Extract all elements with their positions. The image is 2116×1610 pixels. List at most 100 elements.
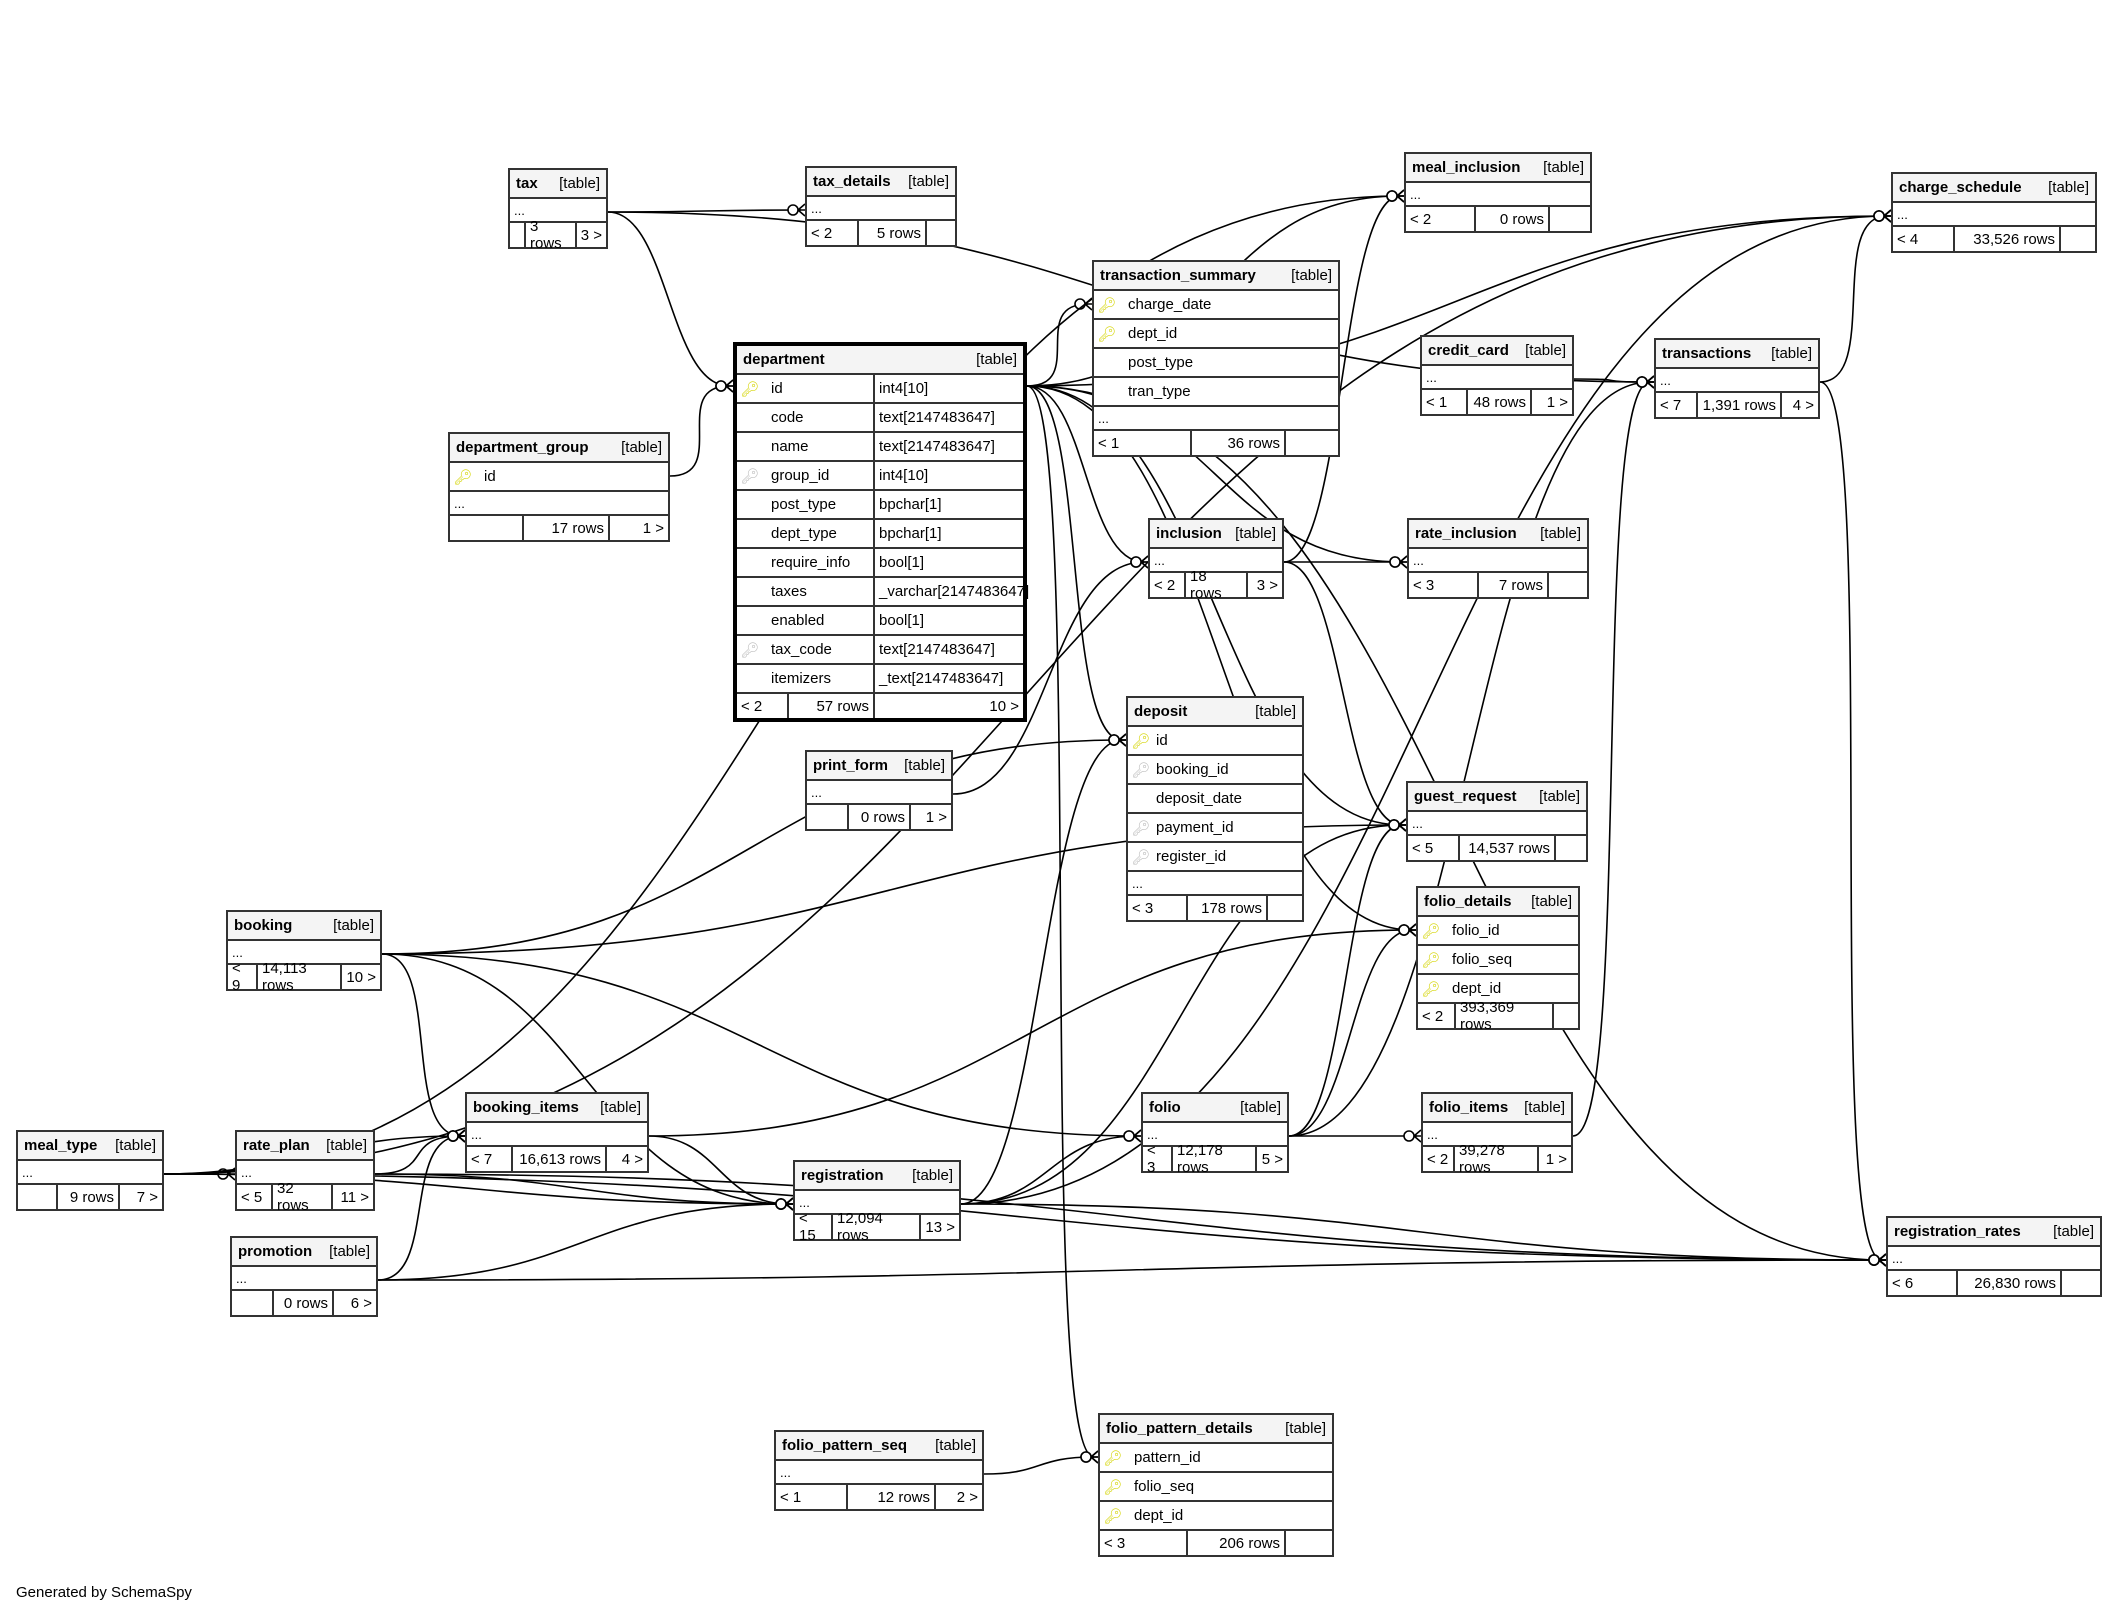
child-count[interactable]: 1 > [642, 519, 664, 537]
parent-count[interactable]: < 9 [228, 960, 258, 994]
parent-count[interactable]: < 5 [237, 1185, 273, 1209]
column-row[interactable]: 🔑︎folio_seq [1100, 1473, 1332, 1502]
column-row[interactable]: taxes_varchar[2147483647] [737, 578, 1029, 607]
child-count[interactable]: 4 > [1792, 396, 1814, 414]
child-count[interactable]: 6 > [350, 1294, 372, 1312]
column-row[interactable]: itemizers_text[2147483647] [737, 665, 1023, 694]
parent-count[interactable]: < 2 [1406, 207, 1476, 231]
parent-count[interactable]: < 3 [1143, 1142, 1173, 1176]
child-count[interactable]: 11 > [340, 1188, 370, 1206]
parent-count[interactable]: < 15 [795, 1210, 833, 1244]
child-count[interactable]: 2 > [956, 1488, 978, 1506]
child-count[interactable] [1286, 1531, 1332, 1555]
child-count[interactable]: 7 > [136, 1188, 158, 1206]
column-row[interactable]: 🔑︎folio_seq [1418, 946, 1578, 975]
child-count[interactable] [1549, 573, 1587, 597]
parent-count[interactable] [18, 1185, 58, 1209]
parent-count[interactable]: < 1 [776, 1485, 848, 1509]
column-row[interactable]: 🔑︎dept_id [1418, 975, 1578, 1004]
table-transaction_summary[interactable]: transaction_summary[table] 🔑︎charge_date… [1092, 260, 1340, 457]
child-count[interactable] [1268, 896, 1302, 920]
parent-count[interactable]: < 2 [737, 694, 789, 718]
parent-count[interactable]: < 2 [1150, 573, 1186, 597]
column-row[interactable]: 🔑︎folio_id [1418, 917, 1578, 946]
child-count[interactable]: 10 > [346, 968, 376, 986]
parent-count[interactable] [807, 805, 849, 829]
column-row[interactable]: 🔑︎id [1128, 727, 1302, 756]
column-row[interactable]: 🔑︎payment_id [1128, 814, 1302, 843]
parent-count[interactable]: < 4 [1893, 227, 1955, 251]
child-count[interactable]: 5 > [1261, 1150, 1283, 1168]
child-count[interactable] [1286, 431, 1338, 455]
parent-count[interactable]: < 2 [807, 221, 859, 245]
child-count[interactable]: 3 > [1256, 576, 1278, 594]
parent-count[interactable]: < 7 [1656, 393, 1698, 417]
parent-count[interactable] [510, 223, 526, 247]
child-count[interactable]: 1 > [925, 808, 947, 826]
child-count[interactable] [1550, 207, 1590, 231]
parent-count[interactable]: < 3 [1409, 573, 1479, 597]
table-folio_details[interactable]: folio_details[table] 🔑︎folio_id 🔑︎folio_… [1416, 886, 1580, 1033]
column-row[interactable]: 🔑︎register_id [1128, 843, 1302, 872]
column-row[interactable]: 🔑︎charge_date [1094, 291, 1338, 320]
child-count[interactable]: 4 > [621, 1150, 643, 1168]
child-count[interactable]: 1 > [1545, 1150, 1567, 1168]
parent-count[interactable]: < 3 [1128, 896, 1188, 920]
parent-count[interactable]: < 2 [1423, 1147, 1455, 1171]
column-row[interactable]: deposit_date [1128, 785, 1302, 814]
child-count[interactable] [2062, 1271, 2100, 1295]
parent-count[interactable]: < 1 [1094, 431, 1192, 455]
child-count[interactable] [2061, 227, 2095, 251]
parent-count[interactable] [450, 516, 524, 540]
column-row[interactable]: 🔑︎pattern_id [1100, 1444, 1332, 1473]
column-row[interactable]: 🔑︎dept_id [1094, 320, 1338, 349]
parent-count[interactable]: < 1 [1422, 390, 1468, 414]
parent-count[interactable]: < 7 [467, 1147, 513, 1171]
child-count[interactable]: 1 > [1546, 393, 1568, 411]
column-row[interactable]: tran_type [1094, 378, 1338, 407]
parent-count[interactable]: < 3 [1100, 1531, 1188, 1555]
parent-count[interactable]: < 5 [1408, 836, 1460, 860]
child-count[interactable] [1554, 1004, 1578, 1028]
column-row[interactable]: 🔑︎id [450, 463, 668, 492]
column-row[interactable]: post_type [1094, 349, 1338, 378]
column-row[interactable]: 🔑︎booking_id [1128, 756, 1302, 785]
table-department_group[interactable]: department_group[table] 🔑︎id ... 17 rows… [448, 432, 670, 542]
parent-count[interactable] [232, 1291, 274, 1315]
column-row[interactable]: 🔑︎dept_id [1100, 1502, 1332, 1531]
child-count[interactable] [927, 221, 955, 245]
parent-count[interactable]: < 2 [1418, 1004, 1456, 1028]
parent-count[interactable]: < 6 [1888, 1271, 1958, 1295]
child-count[interactable]: 13 > [925, 1218, 955, 1236]
child-count[interactable] [1556, 836, 1586, 860]
table-deposit[interactable]: deposit[table] 🔑︎id 🔑︎booking_id deposit… [1126, 696, 1304, 922]
table-folio_pattern_details[interactable]: folio_pattern_details[table] 🔑︎pattern_i… [1098, 1413, 1334, 1557]
